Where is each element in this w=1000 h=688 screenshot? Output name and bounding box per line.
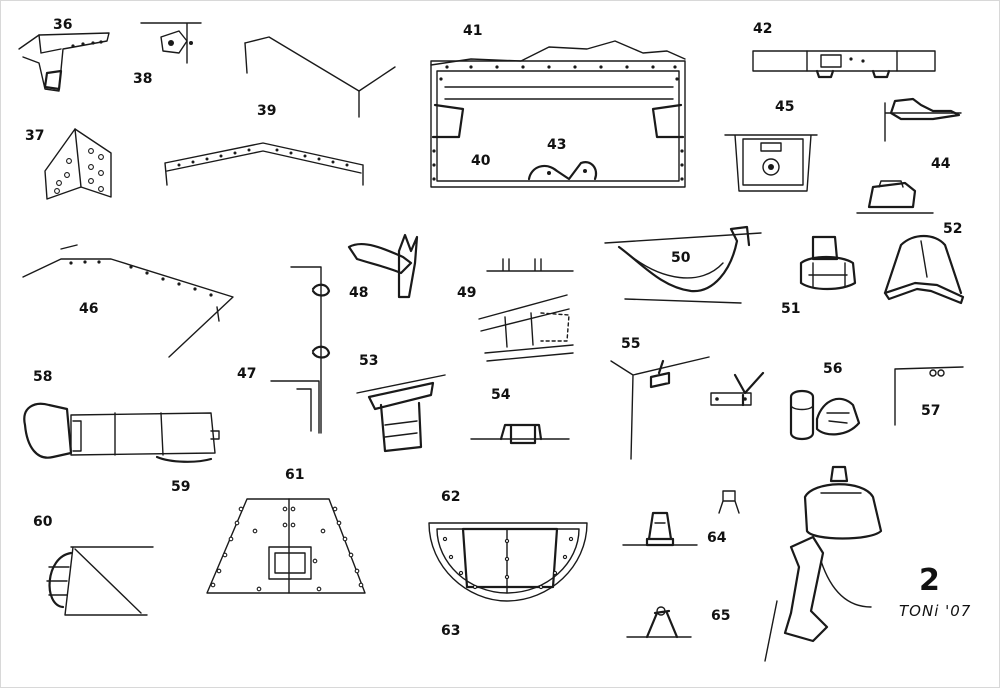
part-56 bbox=[789, 389, 861, 441]
part-60 bbox=[46, 546, 154, 616]
label-44: 44 bbox=[931, 156, 951, 172]
label-48: 48 bbox=[349, 285, 369, 301]
part-57 bbox=[894, 366, 964, 426]
label-46: 46 bbox=[79, 301, 99, 317]
part-58 bbox=[23, 402, 220, 463]
label-39: 39 bbox=[257, 103, 277, 119]
part-53 bbox=[356, 374, 446, 453]
sheet-number: 2 bbox=[919, 563, 940, 598]
part-63 bbox=[428, 522, 588, 602]
label-63: 63 bbox=[441, 623, 461, 639]
label-47: 47 bbox=[237, 366, 257, 382]
part-55b bbox=[710, 371, 765, 407]
part-61 bbox=[206, 498, 366, 594]
part-51 bbox=[799, 235, 857, 291]
part-davit bbox=[764, 465, 883, 662]
label-41: 41 bbox=[463, 23, 483, 39]
part-48 bbox=[347, 233, 419, 299]
part-47 bbox=[270, 266, 331, 434]
part-44 bbox=[856, 180, 934, 214]
label-57: 57 bbox=[921, 403, 941, 419]
part-64 bbox=[622, 490, 740, 547]
part-37 bbox=[44, 128, 112, 200]
label-54: 54 bbox=[491, 387, 511, 403]
label-64: 64 bbox=[707, 530, 727, 546]
label-53: 53 bbox=[359, 353, 379, 369]
label-38: 38 bbox=[133, 71, 153, 87]
label-65: 65 bbox=[711, 608, 731, 624]
part-45 bbox=[724, 134, 818, 192]
label-50: 50 bbox=[671, 250, 691, 266]
label-52: 52 bbox=[943, 221, 963, 237]
part-50 bbox=[604, 225, 762, 304]
label-37: 37 bbox=[25, 128, 45, 144]
part-52 bbox=[883, 234, 965, 305]
part-55 bbox=[610, 356, 710, 460]
part-41 bbox=[430, 40, 686, 188]
label-40: 40 bbox=[471, 153, 491, 169]
label-51: 51 bbox=[781, 301, 801, 317]
part-46 bbox=[22, 244, 234, 358]
label-55: 55 bbox=[621, 336, 641, 352]
label-56: 56 bbox=[823, 361, 843, 377]
label-49: 49 bbox=[457, 285, 477, 301]
part-42 bbox=[752, 50, 936, 79]
part-39 bbox=[164, 36, 396, 186]
part-44-top bbox=[884, 97, 962, 142]
part-38 bbox=[140, 22, 202, 64]
label-43: 43 bbox=[547, 137, 567, 153]
part-49 bbox=[478, 258, 574, 362]
part-54 bbox=[470, 423, 570, 445]
label-58: 58 bbox=[33, 369, 53, 385]
part-43 bbox=[527, 161, 598, 181]
label-42: 42 bbox=[753, 21, 773, 37]
part-59 bbox=[155, 455, 213, 463]
part-65 bbox=[626, 606, 692, 639]
label-60: 60 bbox=[33, 514, 53, 530]
label-59: 59 bbox=[171, 479, 191, 495]
label-45: 45 bbox=[775, 99, 795, 115]
label-61: 61 bbox=[285, 467, 305, 483]
part-36 bbox=[18, 32, 110, 92]
label-62: 62 bbox=[441, 489, 461, 505]
label-36: 36 bbox=[53, 17, 73, 33]
artist-signature: TONi '07 bbox=[899, 602, 972, 620]
